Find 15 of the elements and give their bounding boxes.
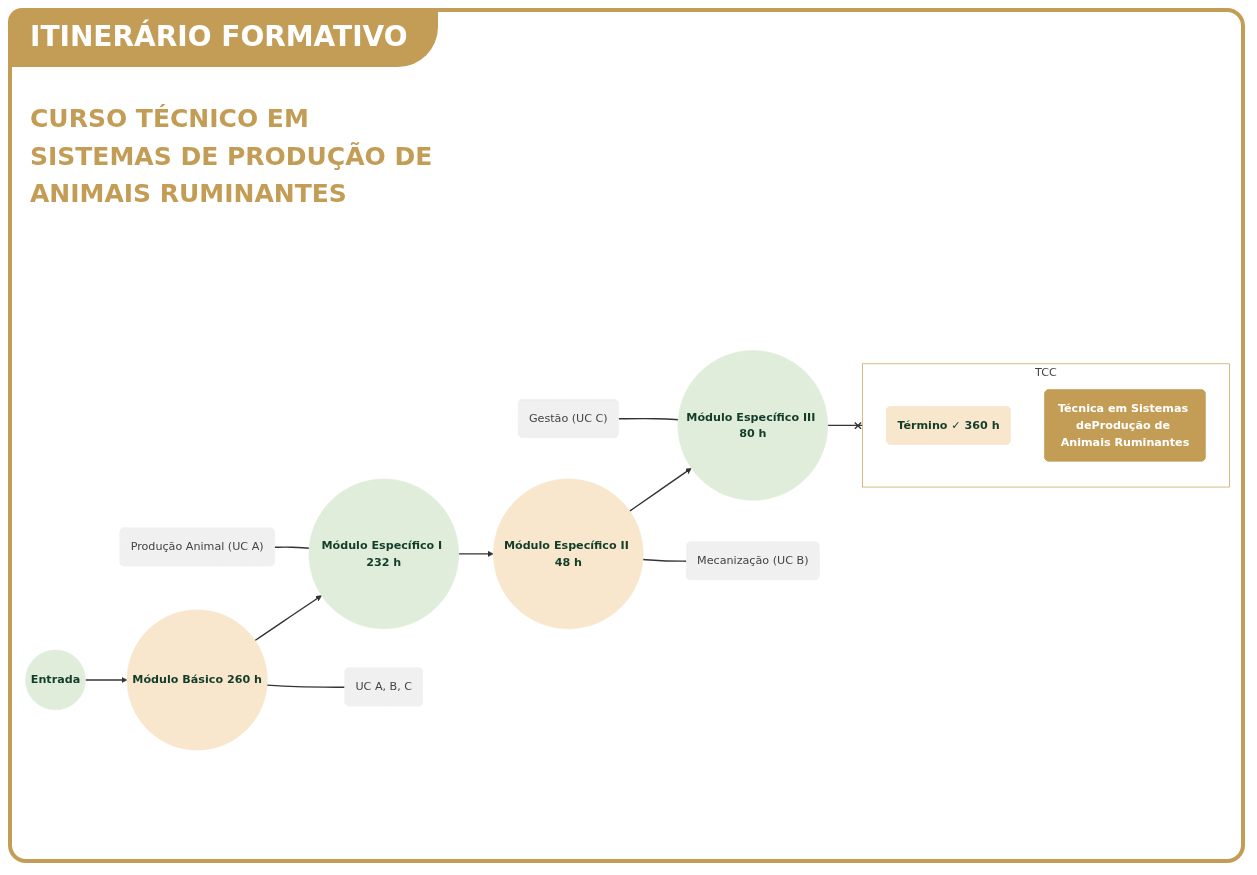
node-circle: Módulo Específico I 232 h: [308, 478, 459, 629]
course-heading: CURSO TÉCNICO EM SISTEMAS DE PRODUÇÃO DE ANIMAIS RUMINANTES: [30, 103, 434, 210]
node-circle: Módulo Específico II 48 h: [493, 478, 644, 629]
arrow: [254, 595, 322, 641]
connector: [273, 546, 310, 549]
arrow: [629, 467, 692, 512]
arrow: [84, 676, 128, 683]
connector: [642, 558, 688, 562]
arrow: [457, 550, 494, 557]
connector: [617, 417, 679, 421]
title-tab: ITINERÁRIO FORMATIVO: [8, 8, 438, 67]
node-circle: Entrada: [25, 649, 86, 710]
connector: [826, 421, 864, 430]
node-circle: Módulo Básico 260 h: [126, 609, 268, 751]
node-circle: Módulo Específico III 80 h: [677, 349, 828, 501]
